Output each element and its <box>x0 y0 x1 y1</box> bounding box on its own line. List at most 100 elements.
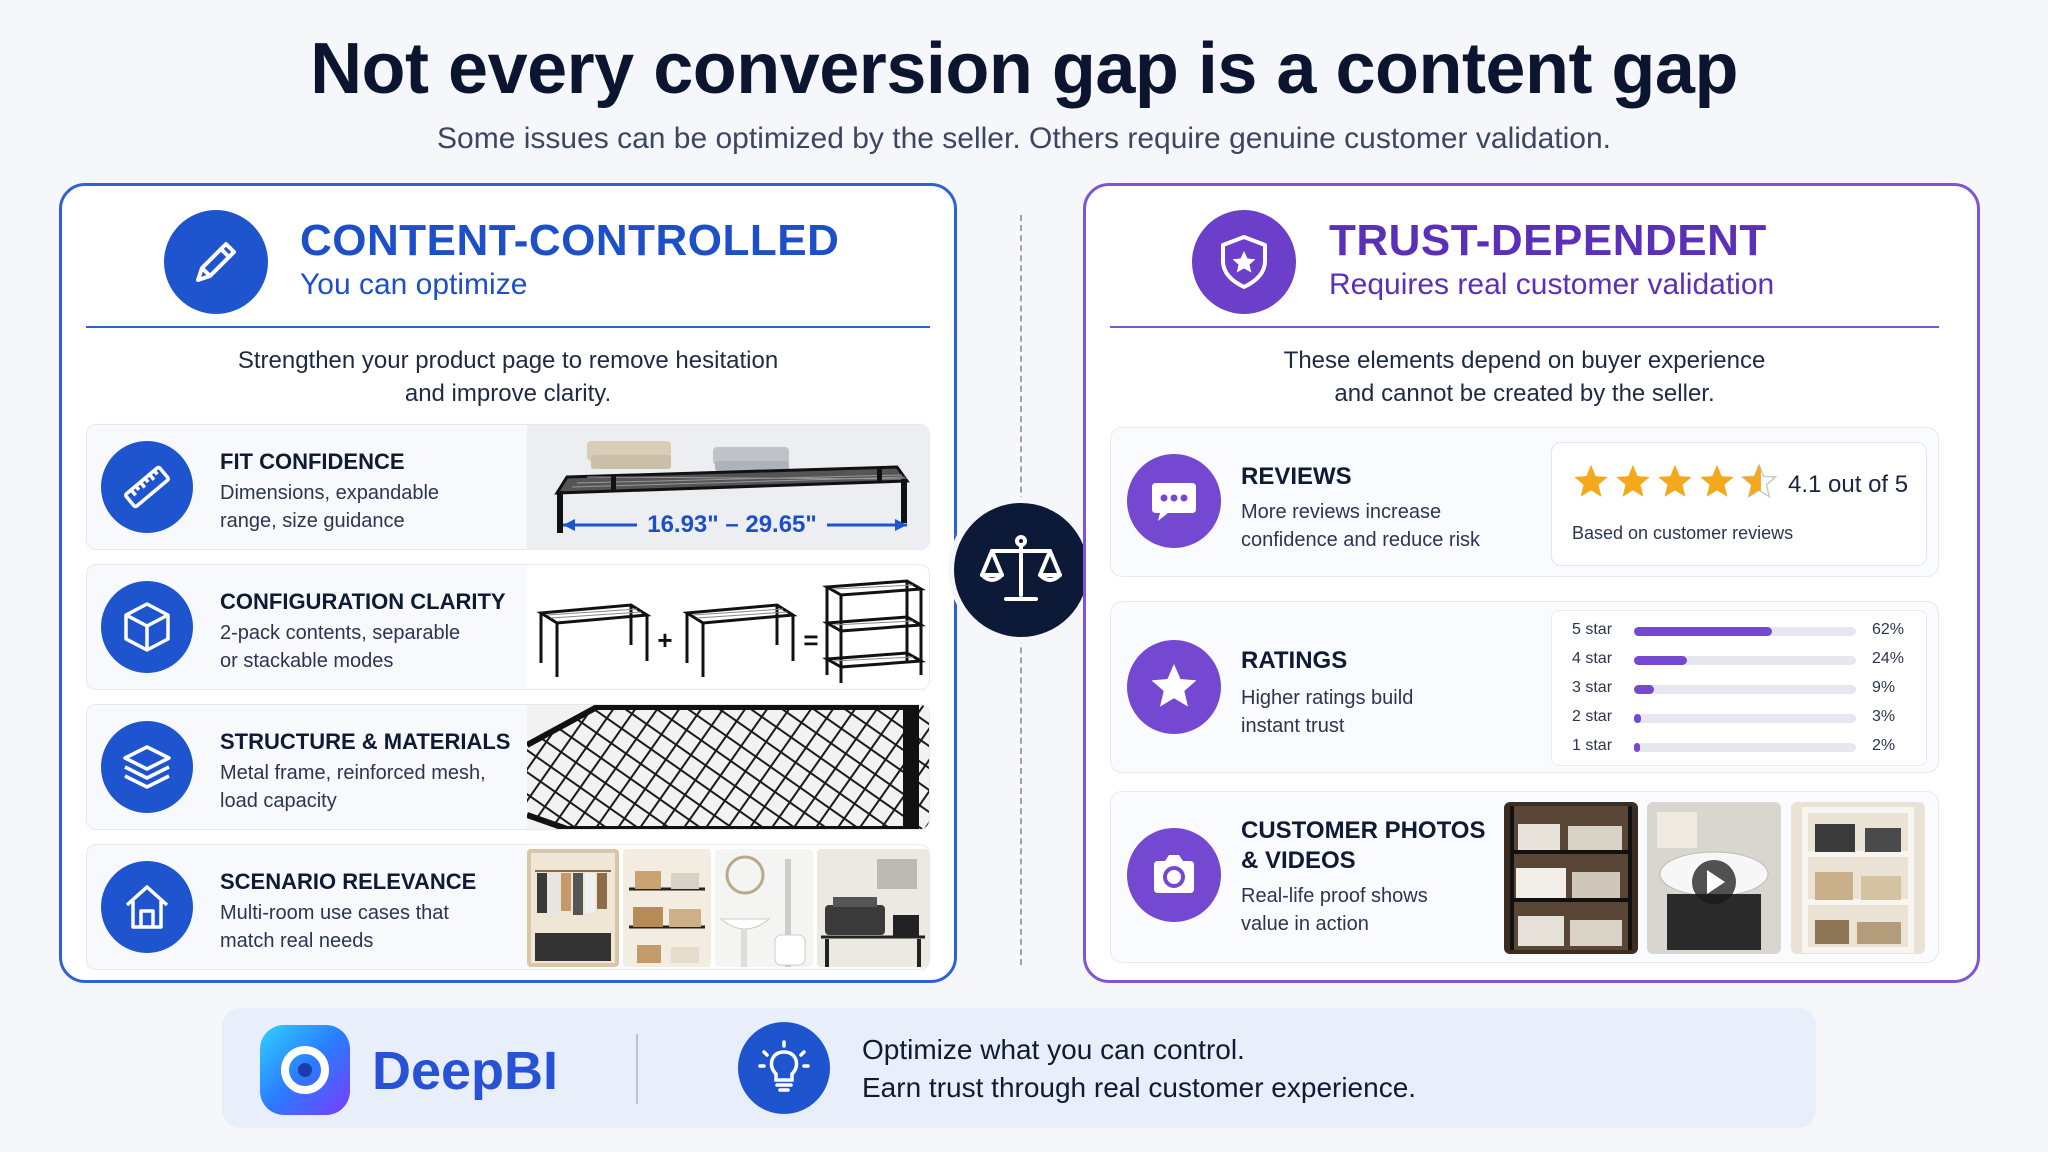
shelf-dimension-image: 16.93" – 29.65" <box>527 425 929 549</box>
panel-intro: Strengthen your product page to remove h… <box>86 344 930 410</box>
scenario-images <box>527 845 929 969</box>
distribution-percent: 2% <box>1872 737 1896 754</box>
page-subtitle: Some issues can be optimized by the sell… <box>437 122 1611 155</box>
distribution-track <box>1634 685 1856 694</box>
row-description: Multi-room use cases that match real nee… <box>220 899 520 955</box>
distribution-label: 1 star <box>1572 737 1613 754</box>
intro-line: and cannot be created by the seller. <box>1334 380 1715 407</box>
star-rating <box>1572 463 1778 499</box>
panel-title: TRUST-DEPENDENT <box>1329 216 1767 265</box>
house-icon <box>101 861 193 953</box>
row-text-line: range, size guidance <box>220 510 405 532</box>
row-title: FIT CONFIDENCE <box>220 449 405 474</box>
ratings-row: RATINGS Higher ratings build instant tru… <box>1110 601 1939 773</box>
distribution-row: 1 star 2% <box>1572 737 1912 757</box>
ruler-icon <box>101 441 193 533</box>
camera-icon <box>1127 828 1221 922</box>
footer-banner: DeepBI Optimize what you can control. Ea… <box>222 1008 1816 1128</box>
intro-line: and improve clarity. <box>404 380 612 407</box>
distribution-label: 4 star <box>1572 650 1613 667</box>
footer-divider <box>636 1034 638 1104</box>
reviews-row: REVIEWS More reviews increase confidence… <box>1110 427 1939 577</box>
star-icon <box>1574 465 1608 497</box>
customer-photo-towels[interactable] <box>1504 802 1638 954</box>
row-description: More reviews increase confidence and red… <box>1241 498 1501 554</box>
customer-photos-row: CUSTOMER PHOTOS & VIDEOS Real-life proof… <box>1110 791 1939 963</box>
footer-message-line1: Optimize what you can control. <box>862 1034 1245 1065</box>
rating-summary: 4.1 out of 5 Based on customer reviews <box>1551 442 1927 566</box>
panel-subtitle: Requires real customer validation <box>1329 268 1775 301</box>
row-description: Metal frame, reinforced mesh, load capac… <box>220 759 520 815</box>
star-icon <box>1127 640 1221 734</box>
intro-line: Strengthen your product page to remove h… <box>237 347 779 374</box>
row-title: CONFIGURATION CLARITY <box>220 589 506 614</box>
row-text-line: confidence and reduce risk <box>1241 529 1481 551</box>
page-title: Not every conversion gap is a content ga… <box>310 29 1738 109</box>
distribution-row: 3 star 9% <box>1572 679 1912 699</box>
distribution-row: 2 star 3% <box>1572 708 1912 728</box>
panel-title: CONTENT-CONTROLLED <box>300 216 840 265</box>
row-title: STRUCTURE & MATERIALS <box>220 729 511 754</box>
structure-materials-row: STRUCTURE & MATERIALS Metal frame, reinf… <box>86 704 930 830</box>
chat-bubble-icon <box>1127 454 1221 548</box>
distribution-label: 5 star <box>1572 621 1613 638</box>
layers-icon <box>101 721 193 813</box>
configuration-clarity-row: CONFIGURATION CLARITY 2-pack contents, s… <box>86 564 930 690</box>
customer-photo-shelf[interactable] <box>1791 802 1925 954</box>
distribution-bar <box>1634 714 1641 723</box>
star-icon <box>1616 465 1650 497</box>
row-title: SCENARIO RELEVANCE <box>220 869 477 894</box>
row-description: 2-pack contents, separable or stackable … <box>220 619 520 675</box>
row-text-line: instant trust <box>1241 715 1345 737</box>
row-description: Real-life proof shows value in action <box>1241 882 1501 938</box>
shelf-baskets-photo <box>623 849 711 967</box>
mesh-closeup-image <box>527 705 929 829</box>
row-description: Dimensions, expandable range, size guida… <box>220 479 520 535</box>
panel-intro: These elements depend on buyer experienc… <box>1110 344 1939 410</box>
row-text-line: 2-pack contents, separable <box>220 622 461 644</box>
rating-caption: Based on customer reviews <box>1572 523 1794 543</box>
closet-photo <box>527 849 619 967</box>
rating-score: 4.1 out of 5 <box>1788 471 1909 498</box>
distribution-percent: 62% <box>1872 621 1905 638</box>
distribution-track <box>1634 714 1856 723</box>
distribution-track <box>1634 743 1856 752</box>
trust-dependent-panel: TRUST-DEPENDENT Requires real customer v… <box>1083 183 1980 983</box>
distribution-percent: 3% <box>1872 708 1896 725</box>
distribution-label: 3 star <box>1572 679 1613 696</box>
distribution-bar <box>1634 685 1654 694</box>
lightbulb-icon <box>738 1022 830 1114</box>
fit-confidence-row: FIT CONFIDENCE Dimensions, expandable ra… <box>86 424 930 550</box>
row-title: RATINGS <box>1241 647 1348 674</box>
panel-rule <box>1110 326 1939 328</box>
row-title-line: CUSTOMER PHOTOS <box>1241 817 1486 844</box>
row-description: Higher ratings build instant trust <box>1241 684 1501 740</box>
rating-distribution: 5 star 62% 4 star 24% 3 star 9% 2 star 3… <box>1551 610 1927 766</box>
content-controlled-panel: CONTENT-CONTROLLED You can optimize Stre… <box>59 183 957 983</box>
configuration-image: + = <box>527 565 929 689</box>
row-text-line: Metal frame, reinforced mesh, <box>220 762 486 784</box>
intro-line: These elements depend on buyer experienc… <box>1283 347 1766 374</box>
row-text-line: or stackable modes <box>220 650 394 672</box>
shield-star-icon <box>1192 210 1296 314</box>
customer-video-bathroom[interactable] <box>1647 802 1781 954</box>
scenario-relevance-row: SCENARIO RELEVANCE Multi-room use cases … <box>86 844 930 970</box>
star-icon <box>1658 465 1692 497</box>
distribution-row: 4 star 24% <box>1572 650 1912 670</box>
row-text-line: match real needs <box>220 930 374 952</box>
row-text-line: Higher ratings build <box>1241 687 1414 709</box>
row-title-line: & VIDEOS <box>1241 847 1356 874</box>
footer-message-line2: Earn trust through real customer experie… <box>862 1072 1417 1103</box>
plus-sign: + <box>657 625 672 655</box>
distribution-percent: 9% <box>1872 679 1896 696</box>
distribution-bar <box>1634 656 1688 665</box>
panel-rule <box>86 326 930 328</box>
distribution-row: 5 star 62% <box>1572 621 1912 641</box>
row-text-line: Dimensions, expandable <box>220 482 440 504</box>
row-title: CUSTOMER PHOTOS & VIDEOS <box>1241 816 1485 876</box>
row-text-line: More reviews increase <box>1241 501 1442 523</box>
row-text-line: load capacity <box>220 790 337 812</box>
distribution-bar <box>1634 743 1640 752</box>
row-text-line: value in action <box>1241 913 1369 935</box>
office-printer-photo <box>817 849 929 967</box>
